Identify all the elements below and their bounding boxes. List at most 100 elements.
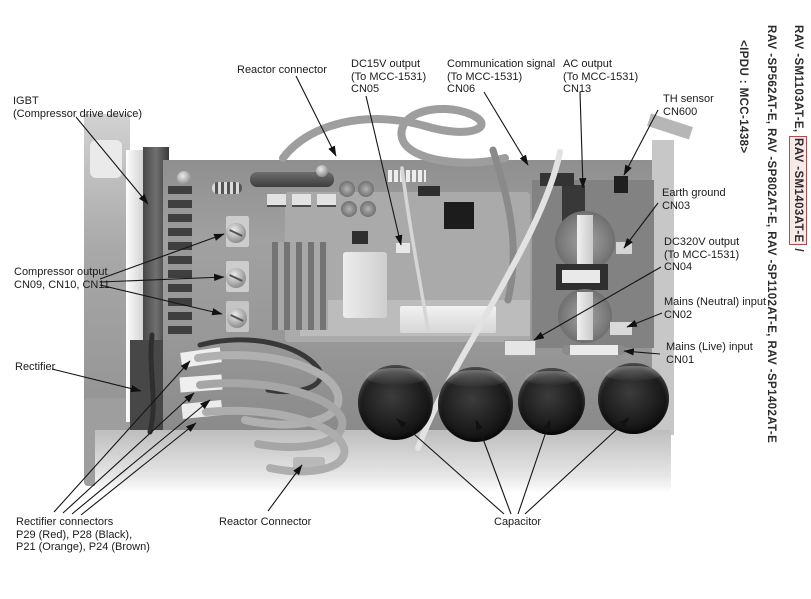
rectifier-connector-p28 [179,374,223,393]
capacitor-3 [518,368,585,435]
callout-line: CN02 [664,308,693,321]
mains-fuse [562,345,626,355]
callout-dc320v-output: DC320V output (To MCC-1531) CN04 [664,236,739,274]
soic-ic-1 [267,194,286,207]
small-chip-2 [418,186,440,196]
callout-line: P29 (Red), P28 (Black), [16,528,133,541]
callout-line: Rectifier [15,361,56,373]
small-chip-1 [352,231,368,244]
model-highlighted: RAV -SM1403AT-E [792,138,804,243]
filter-transformer [556,264,608,290]
callout-line: IGBT [13,95,39,107]
callout-mains-live: Mains (Live) input CN01 [666,341,753,366]
toroid-inductor-1 [555,211,615,271]
model-list-line2: RAV -SP562AT-E, RAV -SP802AT-E, RAV -SP1… [765,25,777,443]
callout-line: Reactor connector [237,64,327,76]
callout-reactor-connector-bottom: Reactor Connector [219,516,311,529]
callout-line: Reactor Connector [219,516,312,528]
callout-rectifier-connectors: Rectifier connectors P29 (Red), P28 (Bla… [16,516,150,554]
toroid-inductor-2 [558,289,612,343]
white-relay-horizontal [400,306,496,333]
small-cap-4 [360,201,376,217]
callout-capacitor: Capacitor [494,516,541,529]
callout-communication-signal: Communication signal (To MCC-1531) CN06 [447,58,555,96]
callout-th-sensor: TH sensor CN600 [663,93,714,118]
callout-line: CN04 [664,261,693,273]
main-ic-chip [444,202,474,229]
callout-line: Communication signal [447,58,556,70]
callout-line: CN13 [563,83,592,95]
terminal-screw-3 [227,308,247,328]
model-names: RAV -SP562AT-E, RAV -SP802AT-E, RAV -SP1… [765,25,777,444]
igbt-pin-strip [168,186,192,334]
callout-earth-ground: Earth ground CN03 [662,187,726,212]
cn02-connector [610,322,632,335]
capacitor-4 [598,363,669,434]
cn05-target-component [396,243,410,253]
small-cap-2 [358,181,374,197]
mount-screw-1 [177,171,191,185]
striped-resistor [212,182,242,194]
model-list-line1: RAV -SM1103AT-E, RAV -SM1403AT-E / [789,25,807,253]
screw-slot [230,314,244,322]
callout-line: (Compressor drive device) [13,107,142,120]
callout-line: CN06 [447,83,476,95]
small-cap-3 [341,201,357,217]
callout-reactor-connector-top: Reactor connector [237,64,327,77]
terminal-screw-1 [226,223,246,243]
th-sensor-connector [614,176,628,193]
power-resistor [250,172,334,187]
callout-line: Mains (Neutral) input [664,296,767,308]
screw-slot [229,274,243,282]
earth-terminal [616,242,632,254]
capacitor-1 [358,365,433,440]
callout-line: DC320V output [664,236,740,248]
callout-line: CN600 [663,105,698,118]
soic-ic-2 [292,194,311,207]
callout-line: (To MCC-1531) [351,70,427,83]
cn04-connector [504,340,536,356]
callout-line: (To MCC-1531) [563,70,639,83]
toroid-core [576,214,594,268]
callout-line: Earth ground [662,187,726,199]
callout-line: AC output [563,58,612,70]
model-names-suffix: / [792,244,804,253]
callout-line: Compressor output [14,266,108,278]
top-edge-connector-dark [540,173,574,186]
board-id: <IPDU : MCC-1438> [737,40,749,154]
callout-line: (To MCC-1531) [447,70,523,83]
driver-module [272,242,328,330]
callout-line: CN05 [351,83,380,95]
callout-line: Capacitor [494,516,542,528]
toroid-core [577,292,593,340]
callout-rectifier: Rectifier [15,361,55,374]
callout-line: TH sensor [663,93,714,105]
reactor-connector-bottom-part [293,457,325,471]
callout-igbt: IGBT (Compressor drive device) [13,95,142,120]
terminal-screw-2 [226,268,246,288]
reactor-cable-loop [279,104,509,167]
callout-line: P21 (Orange), P24 (Brown) [16,541,150,553]
callout-dc15v-output: DC15V output (To MCC-1531) CN05 [351,58,426,96]
callout-compressor-output: Compressor output CN09, CN10, CN11 [14,266,110,291]
capacitor-rim [524,370,579,386]
top-edge-connector-white [388,170,426,182]
chassis-bottom-strip [95,430,671,492]
capacitor-rim [605,365,662,382]
white-relay-vertical [343,252,387,318]
soic-ic-3 [317,194,336,207]
chassis-label-blob [90,140,122,178]
capacitor-rim [365,368,426,385]
transformer-label [562,270,600,283]
callout-line: Rectifier connectors [16,516,114,528]
capacitor-rim [445,370,506,387]
model-names-prefix: RAV -SM1103AT-E, [792,25,804,137]
capacitor-2 [438,367,513,442]
callout-line: DC15V output [351,58,421,70]
mount-screw-2 [316,165,328,177]
callout-ac-output: AC output (To MCC-1531) CN13 [563,58,638,96]
callout-line: Mains (Live) input [666,341,753,353]
screw-slot [229,229,243,237]
callout-line: (To MCC-1531) [664,248,740,261]
